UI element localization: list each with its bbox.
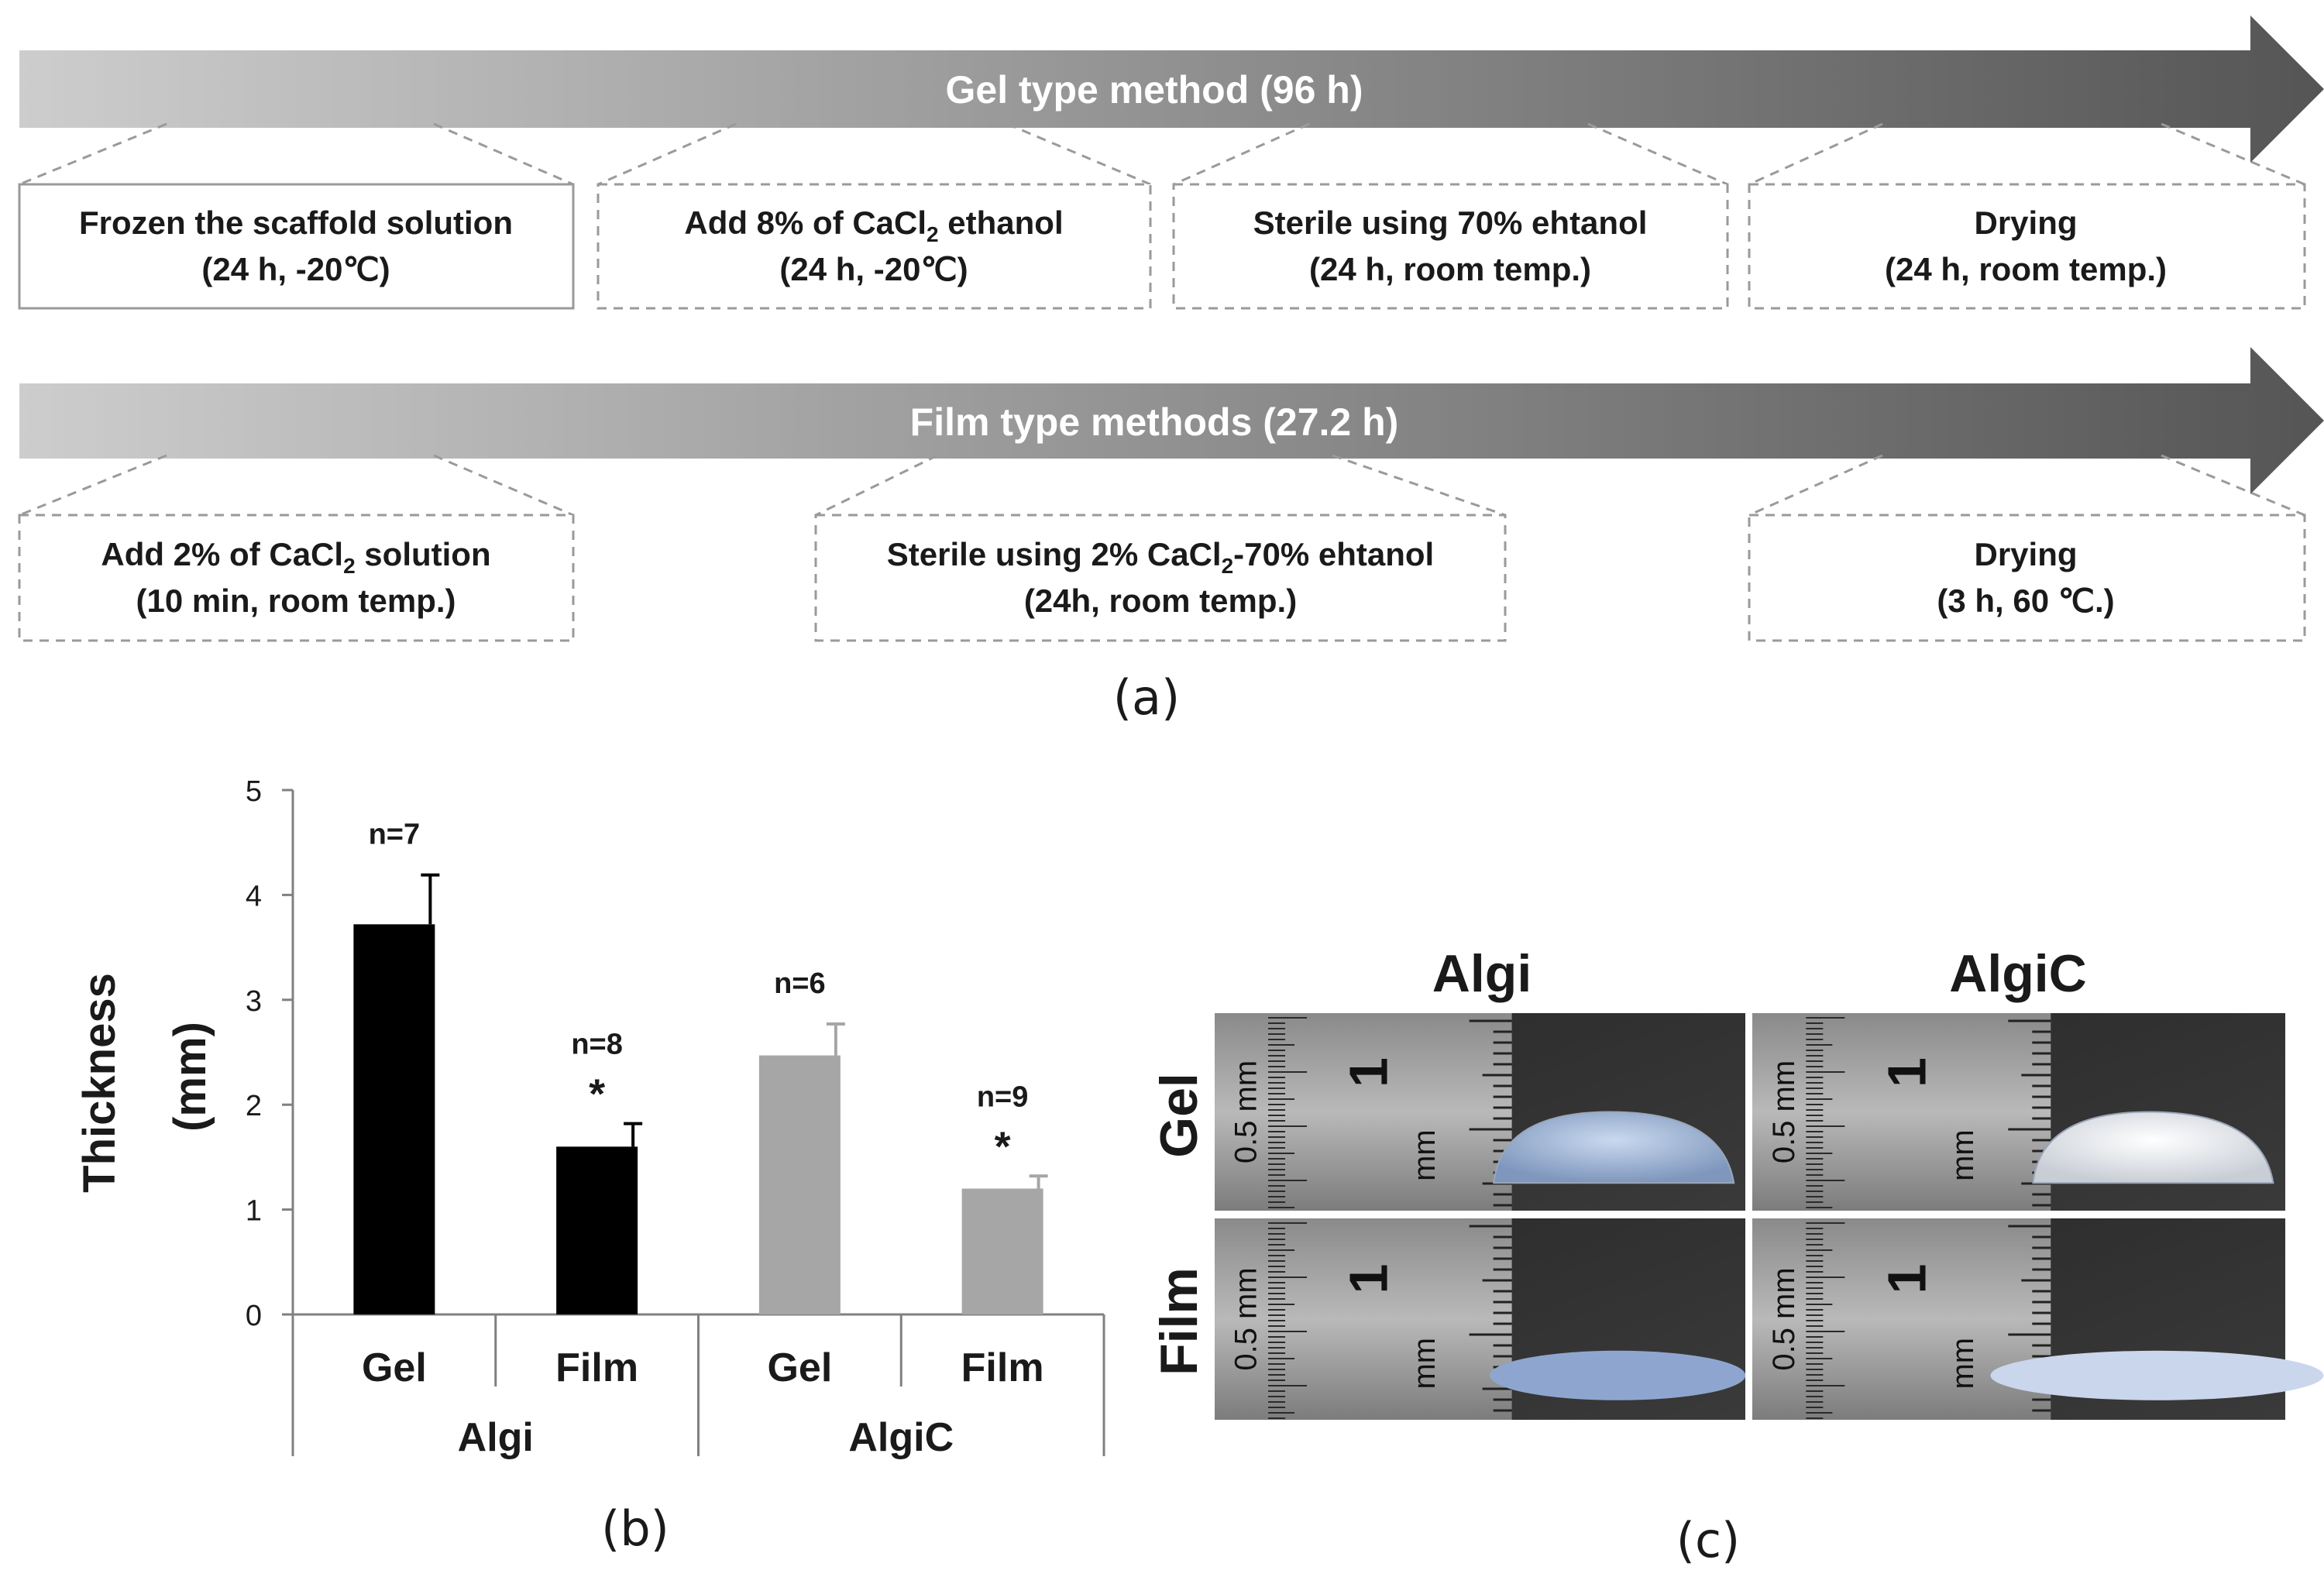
ruler-text-mm: mm [1946,1338,1980,1390]
film-steps: Add 2% of CaCl2 solution (10 min, room t… [18,514,2306,642]
significance-star: * [995,1123,1011,1170]
gel-connectors [19,122,2305,186]
category-label: Gel [767,1345,832,1390]
col-label-algic: AlgiC [1949,944,2087,1003]
gel-step-3-box [1172,183,1729,310]
bar [961,1188,1043,1314]
y-tick-label: 1 [246,1195,262,1228]
n-label: n=7 [369,819,421,851]
film-step-3-line1: Drying [1974,536,2077,572]
sample-photo: 1 0.5 mm mm [1752,1013,2285,1211]
significance-star: * [589,1071,605,1118]
gel-step-4-box [1748,183,2306,310]
n-label: n=6 [774,967,826,1000]
col-label-algi: Algi [1432,944,1532,1003]
gel-sample [1493,1111,1735,1184]
gel-step-1-line1: Frozen the scaffold solution [79,204,513,241]
film-step-2-box [814,514,1507,642]
film-process-arrow: Film type methods (27.2 h) [19,347,2324,494]
y-tick-label: 3 [246,985,262,1018]
bar [353,924,435,1314]
panel-b-label: (b) [601,1500,669,1557]
gel-steps: Frozen the scaffold solution (24 h, -20℃… [18,183,2306,310]
film-step-3-box [1748,514,2306,642]
y-tick-label: 4 [246,880,262,912]
category-label: Film [961,1345,1044,1390]
ruler-text-half-mm: 0.5 mm [1229,1060,1263,1163]
panel-c: Algi AlgiC Gel Film 1 0.5 mm mm 1 0.5 mm mm 1 0… [1150,944,2324,1569]
y-axis-label-main: Thickness [74,973,125,1193]
ruler-text-half-mm: 0.5 mm [1767,1060,1801,1163]
film-step-2-line1: Sterile using 2% CaCl2-70% ehtanol [887,536,1434,578]
gel-step-3-line2: (24 h, room temp.) [1309,251,1591,287]
ruler-text-half-mm: 0.5 mm [1229,1267,1263,1370]
n-label: n=8 [571,1029,623,1061]
gel-step-1-line2: (24 h, -20℃) [201,251,390,287]
group-label: AlgiC [848,1415,954,1460]
sample-photo: 1 0.5 mm mm [1215,1013,1745,1211]
gel-step-4-line1: Drying [1974,204,2077,241]
gel-sample [2032,1111,2274,1184]
group-label: Algi [458,1415,534,1460]
photo-grid: 1 0.5 mm mm 1 0.5 mm mm 1 0.5 mm mm 1 0.5 mm mm [1215,1013,2324,1420]
ruler [1215,1218,1512,1420]
panel-a: Gel type method (96 h) Frozen the scaffo… [18,15,2324,726]
film-step-3-line2: (3 h, 60 ℃.) [1937,582,2114,619]
film-sample [1990,1350,2324,1400]
ruler [1215,1013,1512,1211]
gel-step-3-line1: Sterile using 70% ehtanol [1253,204,1648,241]
film-step-1-line1: Add 2% of CaCl2 solution [101,536,490,578]
ruler-number: 1 [1338,1057,1398,1087]
gel-process-arrow: Gel type method (96 h) [19,15,2324,163]
row-label-gel: Gel [1150,1073,1208,1158]
ruler-text-mm: mm [1946,1129,1980,1181]
film-sample [1490,1350,1746,1400]
gel-step-2-line1: Add 8% of CaCl2 ethanol [684,204,1063,246]
ruler [1752,1218,2051,1420]
category-label: Gel [362,1345,427,1390]
gel-step-2-box [596,183,1152,310]
sample-photo: 1 0.5 mm mm [1752,1218,2324,1420]
ruler [1752,1013,2051,1211]
n-label: n=9 [977,1081,1029,1113]
film-arrow-title: Film type methods (27.2 h) [910,400,1399,444]
gel-arrow-title: Gel type method (96 h) [946,68,1363,112]
film-step-1-line2: (10 min, room temp.) [136,582,456,619]
gel-step-1-box [18,183,575,310]
y-tick-label: 5 [246,775,262,808]
sample-photo: 1 0.5 mm mm [1215,1218,1746,1420]
category-label: Film [555,1345,638,1390]
panel-a-label: (a) [1113,669,1180,726]
y-tick-label: 2 [246,1090,262,1122]
film-connectors [19,454,2305,517]
ruler-text-mm: mm [1408,1338,1442,1390]
ruler-text-half-mm: 0.5 mm [1767,1267,1801,1370]
film-step-2-line2: (24h, room temp.) [1024,582,1297,619]
y-axis-label-unit: (mm) [165,1022,215,1132]
ruler-text-mm: mm [1408,1129,1442,1181]
ruler-number: 1 [1876,1264,1937,1294]
ruler-number: 1 [1876,1057,1937,1087]
gel-step-4-line2: (24 h, room temp.) [1885,251,2167,287]
bar [758,1055,841,1314]
bar [556,1146,638,1314]
y-tick-label: 0 [246,1300,262,1332]
gel-step-2-line2: (24 h, -20℃) [779,251,968,287]
film-step-1-box [18,514,575,642]
row-label-film: Film [1150,1267,1208,1376]
panel-c-label: (c) [1676,1512,1740,1569]
ruler-number: 1 [1338,1264,1398,1294]
